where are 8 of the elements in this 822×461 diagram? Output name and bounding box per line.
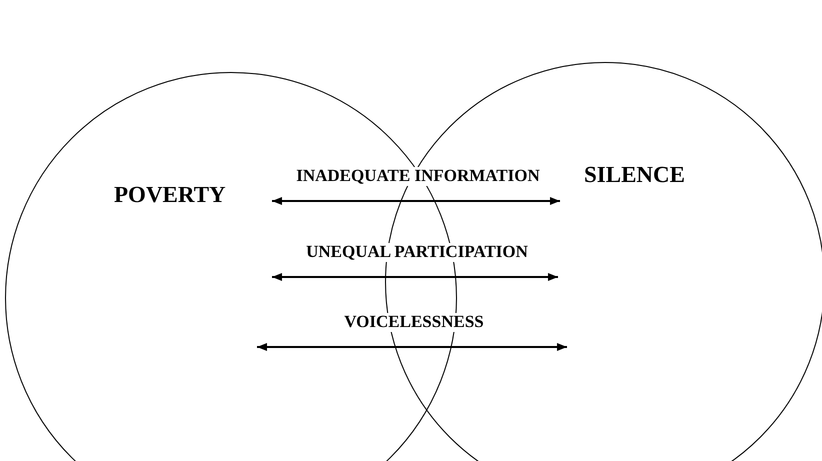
edge-label: VOICELESSNESS (342, 313, 486, 332)
double-arrow (272, 273, 558, 281)
circle-label: SILENCE (584, 163, 685, 186)
edge-label: INADEQUATE INFORMATION (294, 167, 542, 186)
edge-label: UNEQUAL PARTICIPATION (304, 243, 530, 262)
double-arrow (272, 197, 560, 205)
double-arrow (257, 343, 567, 351)
circle-label: POVERTY (114, 183, 226, 206)
